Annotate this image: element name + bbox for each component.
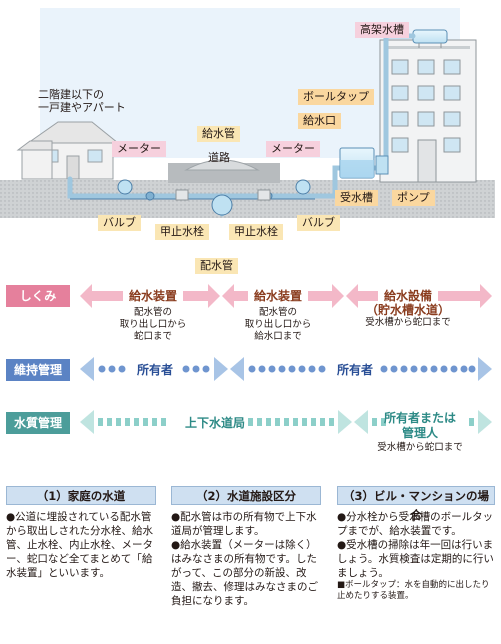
maintenance-segment-1-title: 所有者	[136, 363, 173, 377]
system-segment-2-note-line: 取り出し口から	[244, 319, 312, 330]
box-2-bullet: ●給水装置（メーターは除く）はみなさまの所有物です。したがって、この部分の新設、…	[171, 539, 318, 607]
valve-left-label: バルブ	[98, 215, 141, 231]
house-caption-line-2: 一戸建やアパート	[38, 101, 126, 114]
valve-right-label: バルブ	[297, 215, 340, 231]
quality-arrowhead-right	[478, 410, 492, 434]
meter-right-label: メーター	[266, 141, 320, 157]
maintenance-arrowhead-mid-right	[214, 357, 228, 381]
ball-tap-label: ボールタップ	[298, 89, 374, 105]
box-1-bullet: ●公道に埋設されている配水管から取出しされた分水栓、給水管、止水栓、内止水栓、メ…	[6, 511, 153, 579]
quality-arrowhead-mid-left	[354, 410, 368, 434]
maintenance-row-label: 維持管理	[6, 359, 70, 381]
water-outlet-label: 給水口	[298, 113, 341, 129]
system-segment-1-title: 給水装置	[123, 287, 183, 304]
box-3-note: ■ボールタップ：水を自動的に出したり止めたりする装置。	[337, 580, 490, 601]
system-row-label: しくみ	[6, 285, 70, 307]
quality-row-arrows	[80, 410, 492, 434]
quality-arrowhead-mid-right	[338, 410, 352, 434]
supply-pipe-label: 給水管	[197, 126, 240, 142]
system-segment-1-note-line: 蛇口まで	[133, 331, 172, 342]
building-drawing	[379, 29, 477, 183]
system-segment-1-note-line: 配水管の	[133, 307, 172, 318]
receiving-tank-drawing	[339, 147, 389, 179]
distribution-pipe-label: 配水管	[195, 258, 238, 274]
box-3-heading: （3）ビル・マンションの場合	[337, 486, 495, 522]
system-segment-2-title: 給水装置	[248, 287, 308, 304]
box-3-bullet: ●分水栓から受水槽のボールタップまでが、給水装置です。	[337, 511, 494, 537]
maintenance-arrowhead-left	[80, 357, 94, 381]
stop-valve-left-label: 甲止水栓	[155, 224, 209, 240]
system-segment-2-note-line: 給水口まで	[254, 331, 302, 342]
stop-valve-right-label: 甲止水栓	[229, 224, 283, 240]
box-2-bullet: ●配水管は市の所有物で上下水道局が管理します。	[171, 511, 317, 537]
house-drawing	[16, 121, 120, 180]
box-3-body: ●分水栓から受水槽のボールタップまでが、給水装置です。 ●受水槽の掃除は年一回は…	[337, 510, 495, 602]
system-segment-3-subtitle: （貯水槽水道）	[365, 303, 450, 317]
meter-left-label: メーター	[112, 141, 166, 157]
system-segment-1-note: 配水管の 取り出し口から 蛇口まで	[108, 307, 198, 343]
quality-segment-2-title-line-1: 所有者または	[383, 411, 456, 425]
box-2-heading: （2）水道施設区分	[171, 486, 321, 505]
receiving-tank-label: 受水槽	[335, 190, 378, 206]
box-3-bullet: ●受水槽の掃除は年一回は行いましょう。水質検査は定期的に行いましょう。	[337, 539, 494, 579]
system-segment-2-note: 配水管の 取り出し口から 給水口まで	[233, 307, 323, 343]
system-segment-3-title: 給水設備	[378, 287, 438, 304]
quality-segment-1-title: 上下水道局	[184, 416, 245, 430]
quality-row-label: 水質管理	[6, 412, 70, 434]
system-segment-3-note: 受水槽から蛇口まで	[365, 317, 451, 328]
pump-label: ポンプ	[392, 190, 435, 206]
pipe-fittings	[117, 179, 311, 216]
elevated-tank-label: 高架水槽	[355, 22, 409, 38]
box-1-body: ●公道に埋設されている配水管から取出しされた分水栓、給水管、止水栓、内止水栓、メ…	[6, 510, 158, 580]
maintenance-arrowhead-mid-left	[230, 357, 244, 381]
house-caption-line-1: 二階建以下の	[38, 88, 104, 101]
system-segment-2-note-line: 配水管の	[258, 307, 297, 318]
box-2-body: ●配水管は市の所有物で上下水道局が管理します。 ●給水装置（メーターは除く）はみ…	[171, 510, 323, 608]
box-1-heading: （1）家庭の水道	[6, 486, 156, 505]
system-segment-1-note-line: 取り出し口から	[119, 319, 187, 330]
house-caption: 二階建以下の 一戸建やアパート	[38, 88, 126, 114]
maintenance-segment-2-title: 所有者	[336, 363, 373, 377]
maintenance-arrowhead-right	[478, 357, 492, 381]
quality-segment-2-note: 受水槽から蛇口まで	[377, 442, 463, 453]
maintenance-row-arrows	[80, 357, 492, 381]
road-label: 道路	[208, 151, 230, 164]
quality-arrowhead-left	[80, 410, 94, 434]
quality-segment-2-title-line-2: 管理人	[401, 426, 438, 440]
